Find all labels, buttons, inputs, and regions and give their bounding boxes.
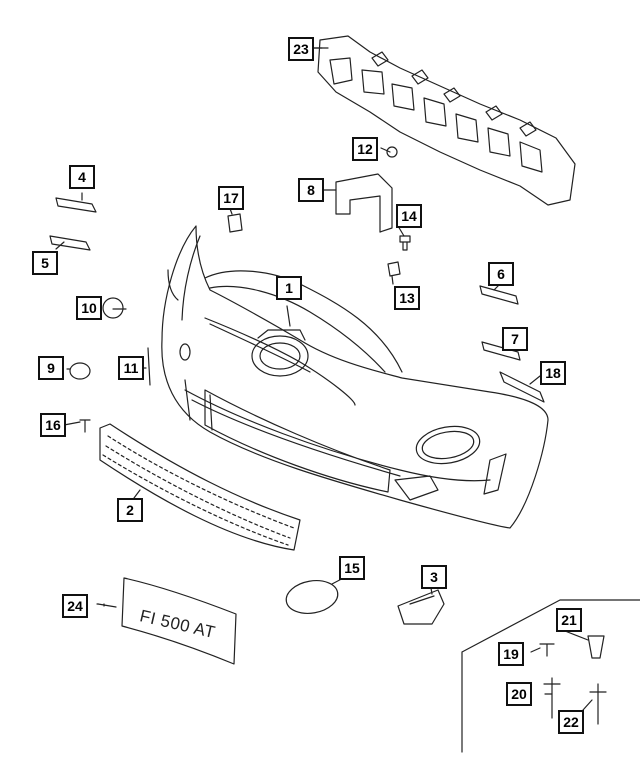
bumper-fascia [161, 225, 549, 529]
inset-border [461, 599, 640, 753]
lower-grille [99, 423, 301, 551]
callout-4: 4 [69, 165, 95, 189]
callout-8: 8 [298, 178, 324, 202]
strip-18 [499, 371, 545, 403]
clip-17 [227, 213, 243, 233]
callout-20: 20 [506, 682, 532, 706]
energy-absorber [312, 35, 576, 206]
cap-9 [69, 362, 91, 380]
callout-10: 10 [76, 296, 102, 320]
rivet-22 [589, 683, 607, 725]
bracket-8 [335, 173, 393, 233]
callout-2: 2 [117, 498, 143, 522]
callout-13: 13 [394, 286, 420, 310]
screw-24 [97, 603, 117, 608]
callout-17: 17 [218, 186, 244, 210]
callout-6: 6 [488, 262, 514, 286]
screw-14 [399, 235, 411, 251]
callout-21: 21 [556, 608, 582, 632]
seal-15 [285, 580, 339, 614]
strip-6 [479, 285, 519, 305]
callout-7: 7 [502, 327, 528, 351]
screw-12 [386, 146, 398, 158]
callout-18: 18 [540, 361, 566, 385]
callout-23: 23 [288, 37, 314, 61]
bezel-3 [397, 589, 445, 625]
callout-1: 1 [276, 276, 302, 300]
callout-19: 19 [498, 642, 524, 666]
screw-19 [539, 643, 555, 657]
nut-21 [587, 635, 605, 659]
callout-22: 22 [558, 710, 584, 734]
callout-3: 3 [421, 565, 447, 589]
plate-24 [121, 577, 237, 665]
callout-9: 9 [38, 356, 64, 380]
strip-5 [49, 235, 91, 251]
callout-12: 12 [352, 137, 378, 161]
callout-16: 16 [40, 413, 66, 437]
callout-15: 15 [339, 556, 365, 580]
screw-16 [79, 419, 91, 433]
callout-24: 24 [62, 594, 88, 618]
callout-14: 14 [396, 204, 422, 228]
clip-13 [387, 261, 401, 277]
pin-11 [147, 347, 151, 386]
strip-4 [55, 197, 97, 213]
cap-10 [102, 297, 124, 319]
callout-5: 5 [32, 251, 58, 275]
rivet-20 [543, 677, 561, 719]
callout-11: 11 [118, 356, 144, 380]
